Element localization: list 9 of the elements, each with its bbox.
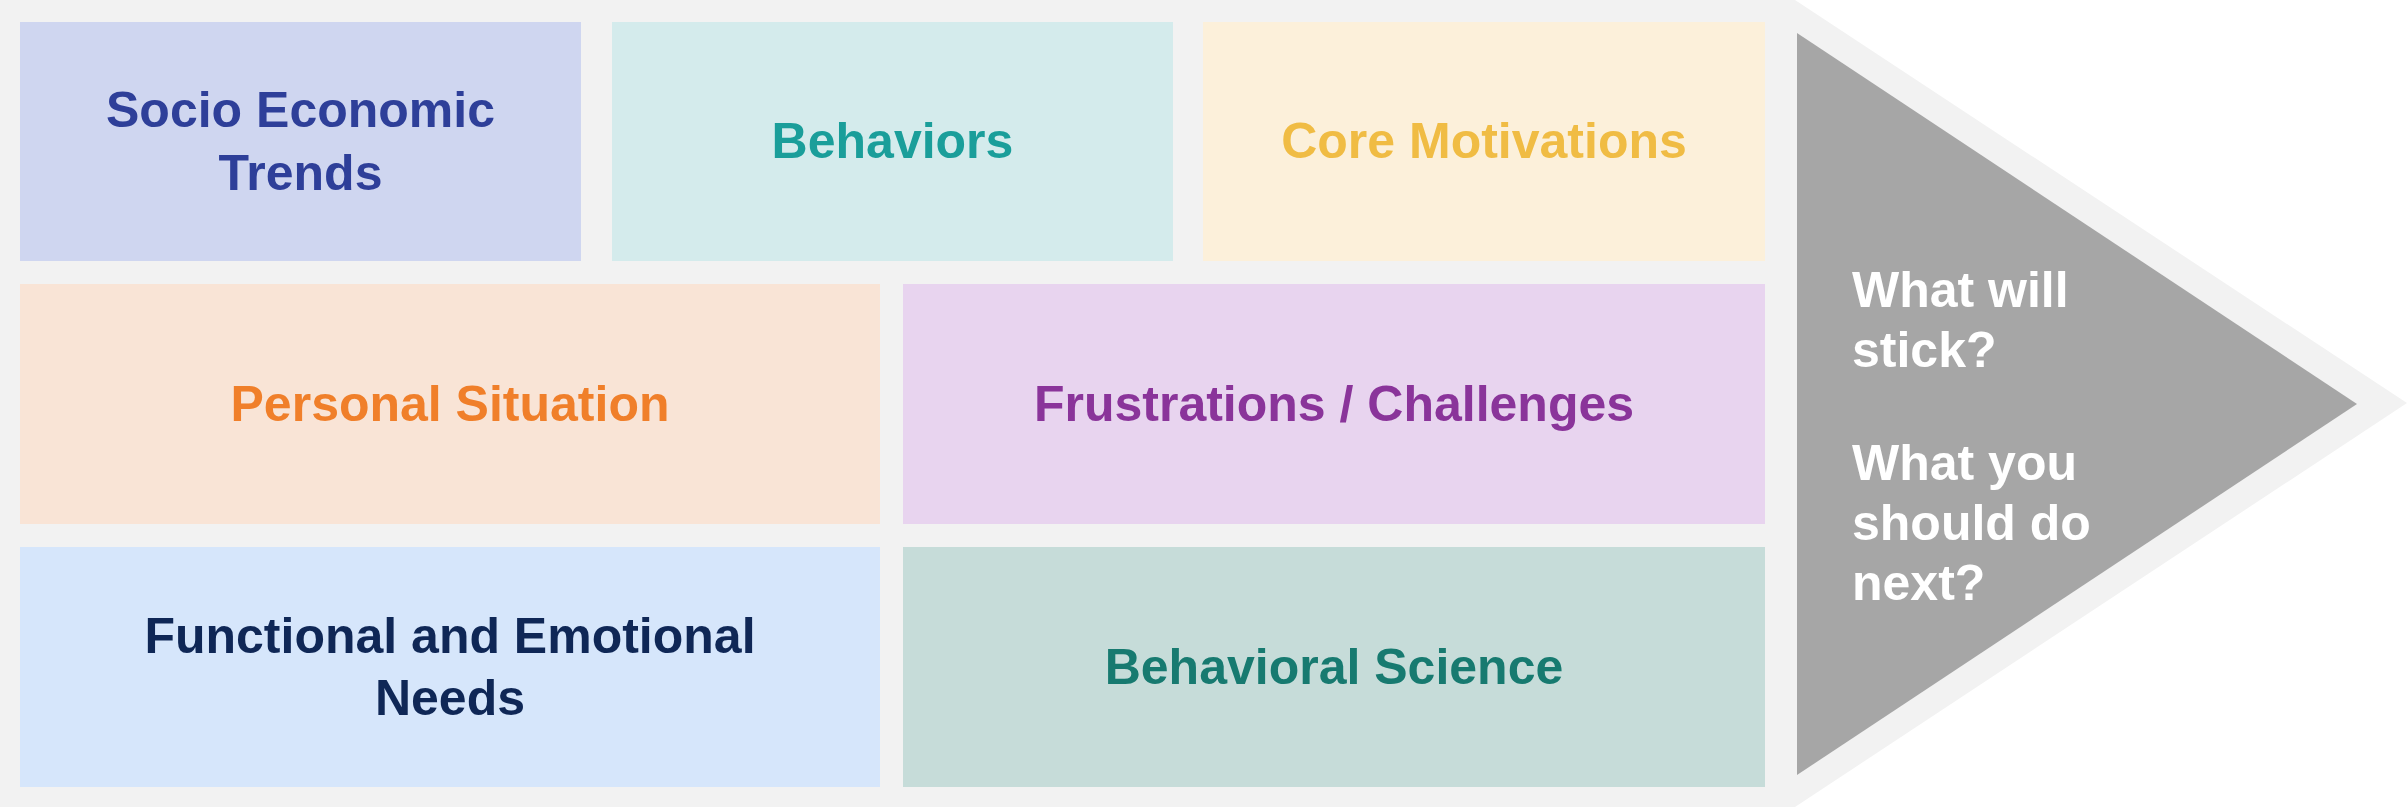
category-tile: Personal Situation bbox=[20, 284, 880, 524]
question-text: What you should do next? bbox=[1852, 434, 2092, 613]
category-tile: Frustrations / Challenges bbox=[903, 284, 1765, 524]
category-tile: Core Motivations bbox=[1203, 22, 1765, 261]
question-text: What will stick? bbox=[1852, 261, 2070, 380]
category-tile: Behavioral Science bbox=[903, 547, 1765, 787]
category-tile: Socio Economic Trends bbox=[20, 22, 581, 261]
category-tile: Functional and Emotional Needs bbox=[20, 547, 880, 787]
category-tile: Behaviors bbox=[612, 22, 1173, 261]
